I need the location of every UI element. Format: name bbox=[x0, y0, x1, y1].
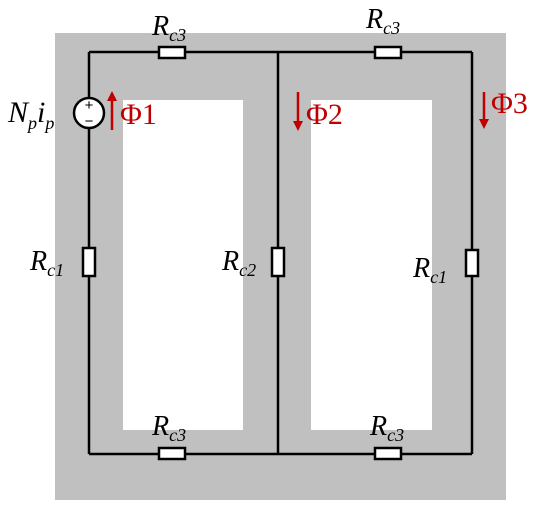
resistor-left bbox=[81, 246, 97, 278]
resistor-right bbox=[464, 248, 480, 278]
source-label-i: i bbox=[37, 96, 45, 129]
label-rc3-top-right: Rc3 bbox=[365, 4, 400, 38]
circuit-wires bbox=[87, 50, 474, 456]
flux-label-phi3: Φ3 bbox=[491, 87, 528, 120]
resistor-top-right bbox=[373, 45, 403, 60]
label-rc2-center: Rc2 bbox=[221, 246, 256, 280]
resistor-center bbox=[270, 246, 286, 278]
label-rc1-left: Rc1 bbox=[29, 246, 64, 280]
source-label-n: N bbox=[7, 96, 30, 129]
resistor-bottom-right bbox=[373, 446, 403, 461]
resistor-bottom-left bbox=[157, 446, 187, 461]
source-label-sub-p: p bbox=[26, 113, 37, 133]
source-label: Npip bbox=[7, 96, 54, 133]
flux-label-phi2: Φ2 bbox=[306, 98, 343, 131]
label-rc3-bottom-left: Rc3 bbox=[151, 411, 186, 445]
flux-label-phi1: Φ1 bbox=[120, 98, 157, 131]
label-rc3-bottom-right: Rc3 bbox=[369, 411, 404, 445]
source-label-sub-p2: p bbox=[43, 113, 54, 133]
label-rc1-right: Rc1 bbox=[412, 253, 447, 287]
label-rc3-top-left: Rc3 bbox=[151, 11, 186, 45]
resistor-top-left bbox=[157, 45, 187, 60]
source-minus-sign: − bbox=[85, 113, 94, 130]
source-plus-sign: + bbox=[85, 97, 94, 114]
mmf-source: + − bbox=[72, 96, 106, 130]
